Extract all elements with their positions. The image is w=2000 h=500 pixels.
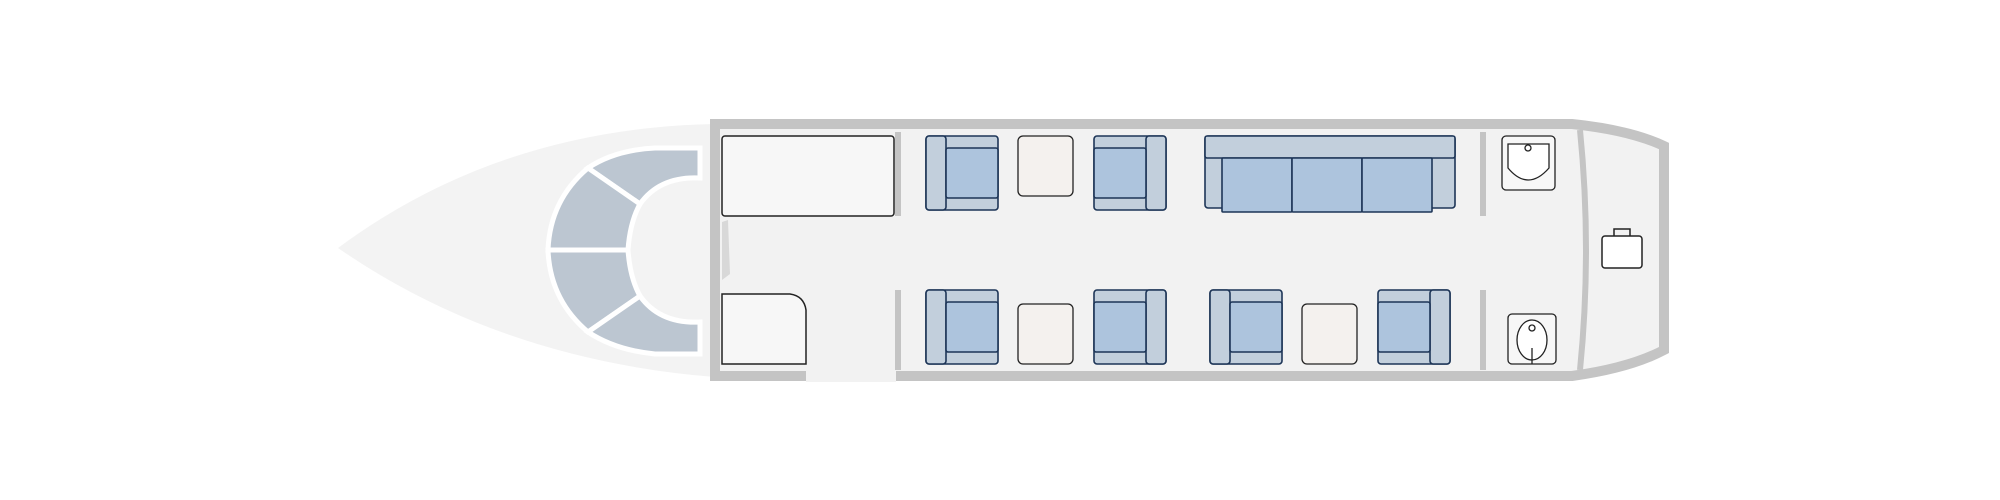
galley <box>721 135 895 365</box>
seat <box>925 289 999 365</box>
entry-door-step <box>722 220 730 280</box>
nose-lounge <box>545 145 703 357</box>
seat <box>1377 289 1451 365</box>
nose-lounge-segment-4 <box>583 292 703 357</box>
partitions <box>895 132 1486 370</box>
table <box>1017 303 1074 365</box>
aft-bulkhead <box>1577 129 1589 371</box>
divan-seat <box>1361 157 1433 213</box>
divan-seat <box>1291 157 1363 213</box>
table <box>1017 135 1074 197</box>
galley-cabinet <box>721 135 895 217</box>
galley-counter <box>721 293 807 365</box>
entry-door-gap <box>806 370 896 382</box>
sink-icon <box>1501 135 1556 191</box>
suitcase-icon <box>1601 228 1643 269</box>
cabin-furniture <box>925 135 1456 365</box>
seat <box>925 135 999 211</box>
seat <box>1209 289 1283 365</box>
lavatory <box>1501 135 1557 365</box>
table <box>1301 303 1358 365</box>
seat <box>1093 289 1167 365</box>
toilet-icon <box>1507 313 1557 365</box>
divan <box>1204 135 1456 213</box>
seat <box>1093 135 1167 211</box>
divan-seat <box>1221 157 1293 213</box>
